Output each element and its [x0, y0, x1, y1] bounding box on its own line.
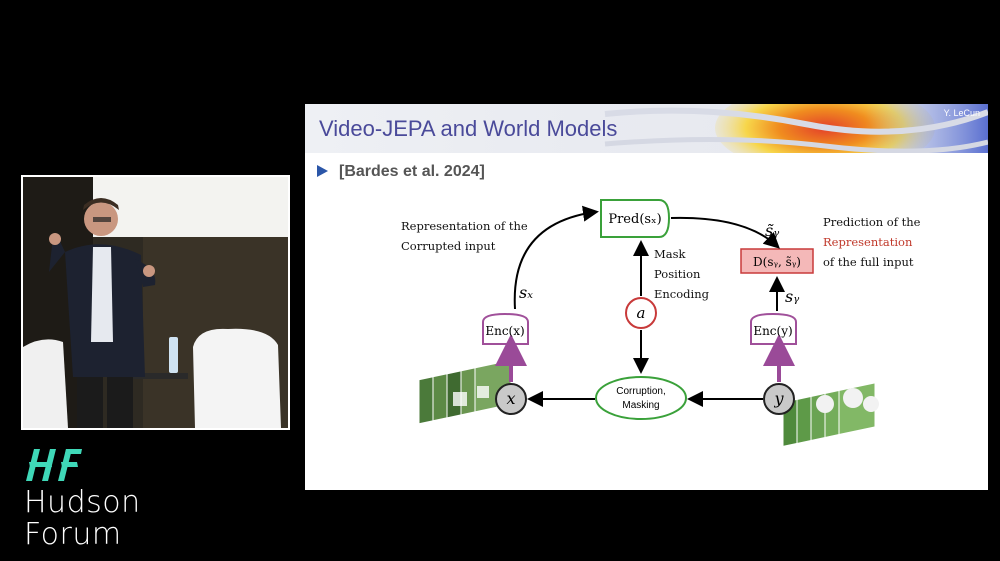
predictor-label: Pred(sₓ): [608, 212, 661, 227]
corruption-label-line1: Corruption,: [616, 386, 665, 397]
encoder-x-label: Enc(x): [485, 324, 524, 338]
video-frames-x: [418, 359, 512, 425]
annotation-mask: Mask Position Encoding: [654, 244, 709, 304]
slide-title: Video-JEPA and World Models: [319, 116, 618, 141]
brand-name-line1: Hudson: [24, 485, 141, 520]
arrow-pred-to-d: [670, 216, 780, 249]
distance-node: [740, 248, 814, 274]
slide-header: Video-JEPA and World Models Y. LeCun: [305, 104, 988, 153]
input-y-node: [763, 383, 795, 415]
latent-a-label: a: [637, 304, 646, 322]
annotation-right-line1: Prediction of the: [823, 215, 921, 229]
header-decoration: [604, 104, 988, 153]
distance-label: D(sᵧ, s̃ᵧ): [753, 255, 801, 269]
latent-a-node: [625, 297, 657, 329]
input-x-node: [495, 383, 527, 415]
brand-name-line2: Forum: [24, 517, 122, 552]
corruption-label-line2: Masking: [622, 400, 659, 411]
predictor-node: [600, 199, 671, 238]
brand-name: Hudson Forum: [24, 487, 141, 551]
citation: [Bardes et al. 2024]: [339, 163, 485, 180]
annotation-left-line2: Corrupted input: [401, 239, 496, 253]
slide-author: Y. LeCun: [943, 108, 980, 118]
sy-tilde-label: s̃ᵧ: [765, 221, 779, 240]
annotation-right-line3: of the full input: [823, 255, 914, 269]
bullet-triangle-icon: [317, 165, 328, 177]
sx-label: sₓ: [519, 283, 533, 302]
annotation-right: Prediction of the Representation of the …: [823, 212, 920, 272]
jepa-diagram: Pred(sₓ) Enc(x) Enc(y) D(sᵧ, s̃ᵧ) a x y …: [418, 199, 879, 448]
hudson-forum-brand: Hudson Forum: [24, 445, 224, 555]
arrow-encx-to-pred: [513, 205, 599, 310]
annotation-mask-line3: Encoding: [654, 287, 709, 301]
video-frames-y: [782, 382, 879, 448]
input-y-label: y: [773, 389, 784, 408]
speaker-scene: [23, 177, 288, 428]
input-x-label: x: [506, 389, 515, 408]
corruption-node: [595, 376, 687, 420]
hudson-forum-logo-icon: [26, 449, 82, 481]
encoder-y-label: Enc(y): [753, 324, 792, 338]
annotation-right-highlight: Representation: [823, 235, 913, 249]
annotation-left-line1: Representation of the: [401, 219, 528, 233]
annotation-mask-line2: Position: [654, 267, 701, 281]
sy-label: sᵧ: [785, 287, 799, 306]
annotation-mask-line1: Mask: [654, 247, 686, 261]
presentation-slide: Video-JEPA and World Models Y. LeCun [Ba…: [305, 104, 988, 490]
speaker-video: [21, 175, 290, 430]
annotation-left: Representation of the Corrupted input: [401, 216, 528, 256]
